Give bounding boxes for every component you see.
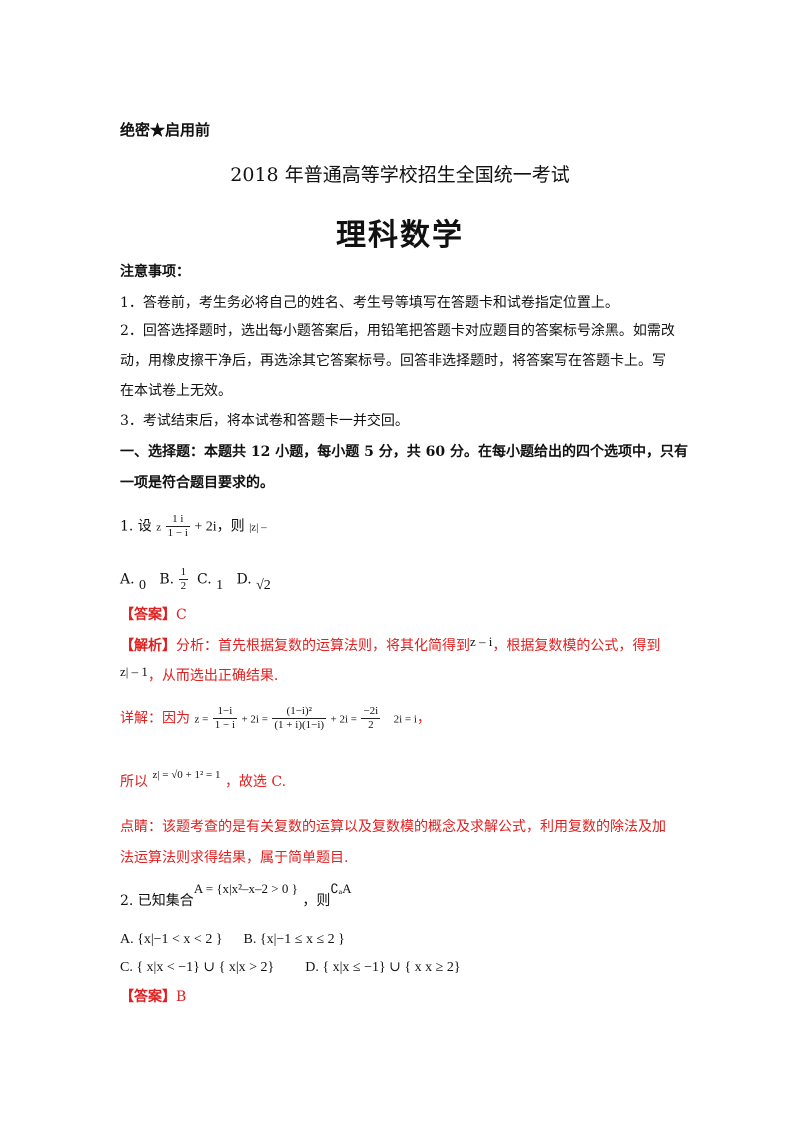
q2-opt-a: A. {x|−1 < x < 2 }	[120, 932, 223, 947]
q1-opt-a-label: A.	[120, 571, 135, 588]
notice-item-3: 3．考试结束后，将本试卷和答题卡一并交回。	[120, 413, 409, 429]
q1-detail-frac1-num: 1−i	[212, 705, 238, 719]
q1-opt-c-label: C.	[196, 571, 212, 588]
q1-analysis-text-b: ，根据复数模的公式，得到	[492, 638, 661, 654]
notice-item-2b: 动，用橡皮擦干净后，再选涂其它答案标号。回答非选择题时，将答案写在答题卡上。写	[120, 353, 666, 369]
q1-detail-frac3-num: −2i	[361, 705, 381, 719]
q1-detail: 详解：因为 z = 1−i 1 − i + 2i = (1−i)² (1 + i…	[120, 705, 431, 732]
q1-opt-c-val: 1	[216, 577, 224, 593]
q1-opt-d-val: √2	[256, 577, 271, 593]
q1-prefix: 1. 设	[120, 518, 152, 535]
q2-answer-label: 【答案】	[120, 989, 176, 1005]
q2-opt-c: C. { x|x < −1} ∪ { x|x > 2}	[120, 960, 275, 975]
q1-analysis-math-a: z – i	[470, 634, 493, 649]
q1-detail-frac3-den: 2	[368, 719, 374, 731]
q2-answer-value: B	[176, 989, 187, 1005]
exam-title: 2018 年普通高等学校招生全国统一考试	[230, 164, 570, 186]
q1-z: z	[156, 521, 162, 534]
q2-prefix: 2. 已知集合	[120, 893, 194, 909]
q1-detail-frac3: −2i 2	[361, 705, 381, 732]
q1-detail-plus1: + 2i =	[241, 713, 268, 726]
q1-frac-den: 1 − i	[167, 527, 188, 539]
q2-stem: 2. 已知集合A = {x|x²–x–2 > 0 } ，则∁ₐA	[120, 881, 352, 909]
section-title-b: 一项是符合题目要求的。	[120, 475, 274, 491]
notice-item-2a: 2．回答选择题时，选出每小题答案后，用铅笔把答题卡对应题目的答案标号涂黑。如需改	[120, 323, 675, 339]
q1-opt-b-frac: 1 2	[178, 566, 189, 593]
q2-options-row2: C. { x|x < −1} ∪ { x|x > 2} D. { x|x ≤ −…	[120, 958, 461, 978]
q1-detail-plus2: + 2i =	[330, 713, 357, 726]
notice-heading: 注意事项：	[120, 264, 190, 280]
q1-fraction: 1 i 1 − i	[165, 513, 190, 540]
subject-title: 理科数学	[336, 218, 464, 253]
q1-plus: + 2i，则	[194, 519, 245, 535]
q1-detail-eq1: z =	[194, 713, 209, 726]
notice-item-2c: 在本试卷上无效。	[120, 383, 232, 399]
section-title-a: 一、选择题：本题共 12 小题，每小题 5 分，共 60 分。在每小题给出的四个…	[120, 444, 688, 460]
q1-detail-tail: 2i = i	[393, 713, 417, 726]
q1-stem: 1. 设 z 1 i 1 − i + 2i，则 |z| –	[120, 513, 267, 540]
q1-answer-label: 【答案】	[120, 607, 176, 623]
q1-analysis-text-c: ，从而选出正确结果.	[147, 668, 279, 684]
q1-opt-b-den: 2	[180, 580, 187, 592]
q1-frac-num: 1 i	[165, 513, 190, 527]
q1-so-label: 所以	[120, 774, 148, 790]
q1-so-tail: ，故选 C.	[224, 774, 287, 790]
q1-so-math: z| = √0 + 1² = 1	[152, 769, 221, 781]
q1-opt-b-label: B.	[159, 571, 175, 588]
q1-analysis-label: 【解析】	[120, 638, 176, 654]
q1-options: A. 0 B. 1 2 C. 1 D. √2	[120, 566, 271, 593]
q1-opt-a-val: 0	[139, 577, 147, 593]
confidential-label: 绝密★启用前	[120, 121, 211, 139]
q1-detail-frac1: 1−i 1 − i	[212, 705, 238, 732]
q1-comment-b: 法运算法则求得结果，属于简单题目.	[120, 850, 349, 866]
q1-answer: 【答案】C	[120, 605, 187, 625]
q1-analysis: 【解析】分析：首先根据复数的运算法则，将其化简得到z – i，根据复数模的公式，…	[120, 634, 661, 656]
q1-opt-b-num: 1	[178, 566, 189, 580]
q1-detail-frac2-num: (1−i)²	[272, 705, 327, 719]
q1-conclusion: 所以 z| = √0 + 1² = 1 ，故选 C.	[120, 769, 287, 793]
q2-then: ，则	[302, 893, 331, 909]
q2-opt-b: B. {x|−1 ≤ x ≤ 2 }	[243, 932, 345, 947]
q1-analysis-line2: z| – 1，从而选出正确结果.	[120, 664, 279, 686]
q1-analysis-text-a: 分析：首先根据复数的运算法则，将其化简得到	[176, 638, 470, 654]
q1-comment-a: 点睛：该题考查的是有关复数的运算以及复数模的概念及求解公式，利用复数的除法及加	[120, 819, 666, 835]
q1-answer-value: C	[176, 607, 187, 623]
notice-item-1: 1．答卷前，考生务必将自己的姓名、考生号等填写在答题卡和试卷指定位置上。	[120, 295, 619, 311]
q1-analysis-math-b: z| – 1	[120, 664, 148, 679]
q1-abs-z: |z| –	[249, 521, 267, 534]
q1-detail-comma: ，	[416, 710, 431, 727]
q1-detail-label: 详解：因为	[120, 710, 190, 727]
q2-answer: 【答案】B	[120, 987, 186, 1007]
q1-detail-frac2-den: (1 + i)(1−i)	[274, 719, 325, 731]
q2-opt-d: D. { x|x ≤ −1} ∪ { x x ≥ 2}	[305, 960, 461, 975]
q1-detail-frac2: (1−i)² (1 + i)(1−i)	[272, 705, 327, 732]
q2-options-row1: A. {x|−1 < x < 2 } B. {x|−1 ≤ x ≤ 2 }	[120, 930, 345, 950]
q1-detail-frac1-den: 1 − i	[214, 719, 236, 731]
q1-opt-d-label: D.	[236, 571, 252, 588]
q2-complement: ∁ₐA	[330, 881, 352, 896]
q2-set-a: A = {x|x²–x–2 > 0 }	[193, 881, 298, 896]
